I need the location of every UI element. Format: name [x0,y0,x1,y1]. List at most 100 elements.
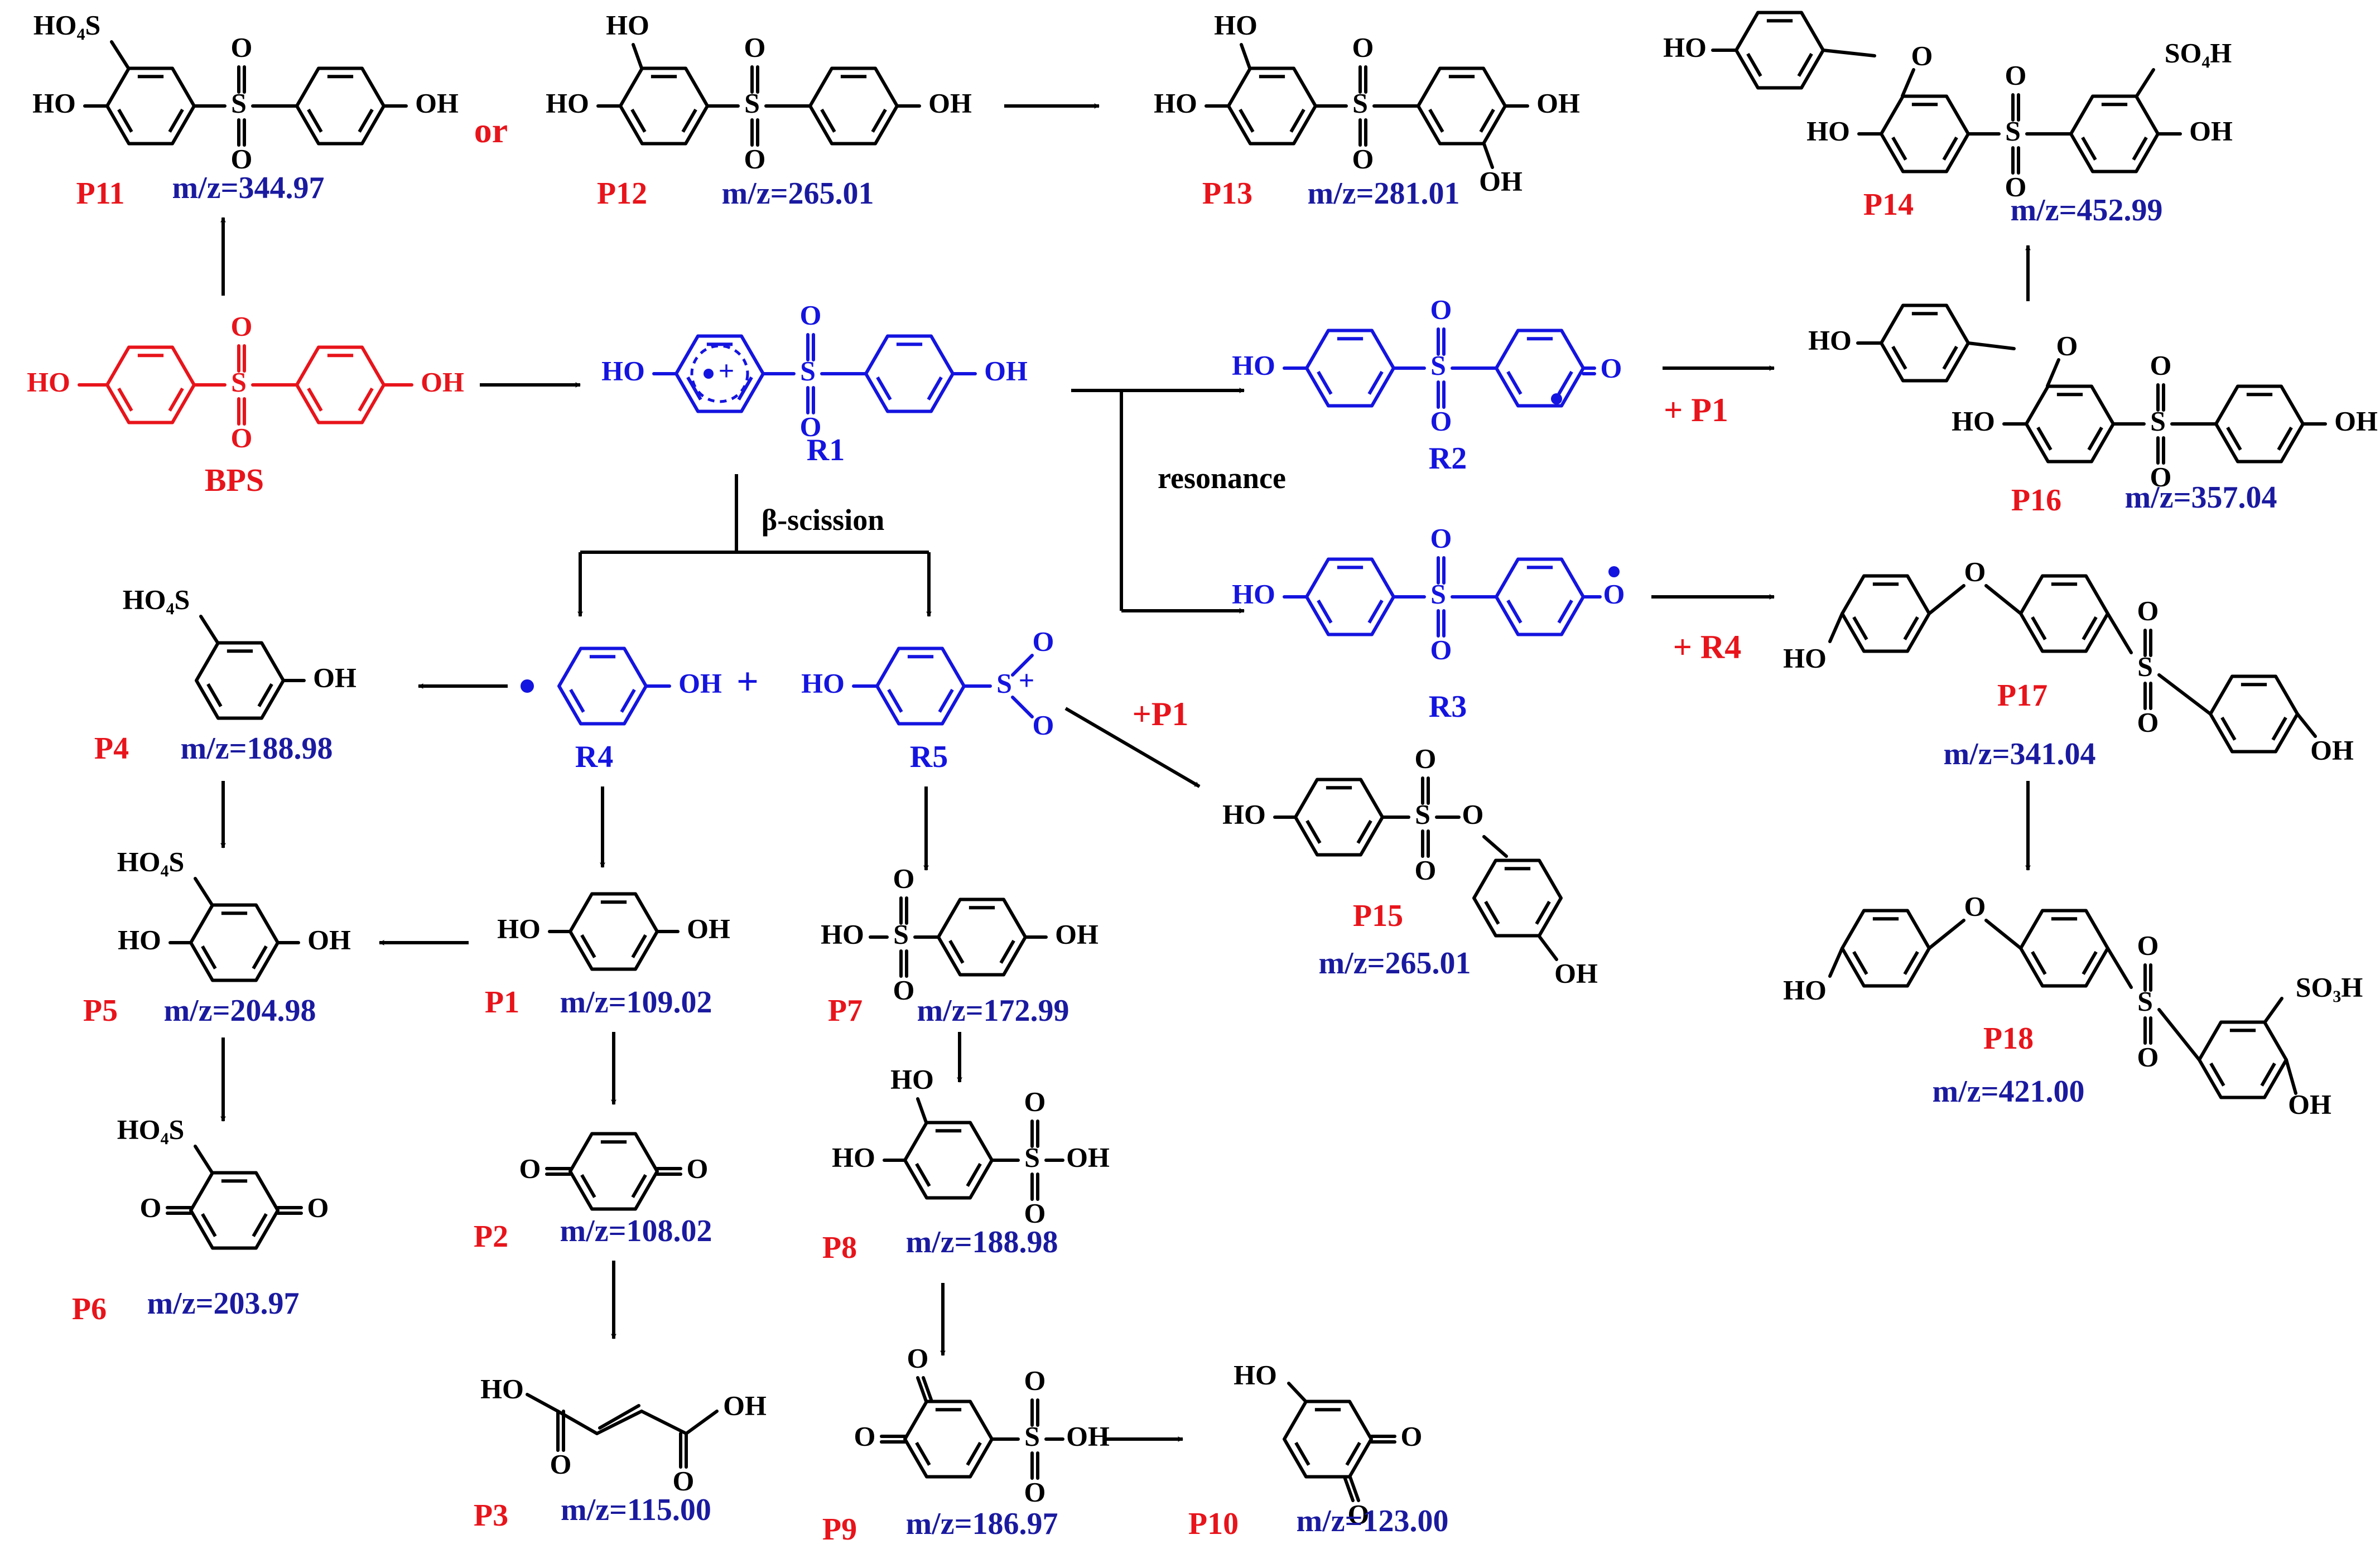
p15-ring [1294,778,1384,857]
atom-label: O [1401,1420,1423,1451]
oxygen-atom: O [2137,706,2159,737]
double-bond [1942,136,1958,161]
atom-label: O [1964,890,1986,921]
double-bond [2081,136,2097,161]
label-p2: P2 [474,1219,508,1254]
double-bond [1891,136,1907,161]
path-r1-branch [1071,389,1123,611]
radical-dot [521,679,534,693]
p4-ring [195,641,285,720]
double-bond [2220,716,2237,741]
mz-p7: m/z=172.99 [917,993,1069,1028]
atom-label: O [1911,40,1933,71]
atom-label: OH [1055,918,1099,949]
bond [1984,584,2022,615]
p11-ring-right [295,66,386,146]
p13-ring-right [1417,66,1507,146]
double-bond [358,387,374,412]
p18-ring-a [1841,909,1931,988]
label-p11: P11 [76,176,124,211]
double-bond [927,376,943,400]
plus-p1-r2: + P1 [1664,392,1728,428]
double-bond [631,1174,647,1198]
mz-p4: m/z=188.98 [181,731,333,766]
double-bond [871,108,887,133]
r3-ring-right [1495,557,1585,636]
double-bond [887,688,903,713]
atom-label: HO [1783,974,1827,1005]
oxygen-atom: O [1024,1364,1046,1396]
double-bond [307,387,323,412]
label-r4: R4 [575,740,613,774]
double-bond [1852,950,1868,975]
atom-label: HO₄S [123,583,190,615]
bond [1240,43,1251,70]
atom-label: HO [1214,9,1258,40]
atom-label: HO [821,918,864,949]
mz-p10: m/z=123.00 [1297,1504,1449,1538]
atom-label: O [673,1465,695,1496]
double-bond [1746,52,1762,77]
bond [2106,612,2133,654]
or-label: or [474,110,508,150]
p5-ring [189,903,280,982]
carbonyl-oxygen: O [1601,352,1622,383]
bond [2135,68,2155,98]
atom-label: OH [415,87,459,118]
bond [1967,341,2016,350]
r1-ring-right [864,334,955,413]
oxygen-atom: O [231,31,253,62]
radical-dot [1608,566,1620,577]
bond [2296,712,2317,738]
bond [2157,1008,2201,1061]
bond [595,1410,643,1435]
double-bond [938,688,954,713]
p2-ring [568,1132,659,1211]
atom-label: OH [2189,115,2233,146]
mz-p8: m/z=188.98 [906,1225,1058,1260]
oxygen-atom: O [800,299,822,330]
double-bond [915,1162,931,1187]
atom-label: OH [1536,87,1580,118]
label-p4: P4 [94,731,129,766]
oxygen-atom: O [1024,1197,1046,1228]
radical-cation-circle [690,344,749,403]
double-bond [1891,345,1907,370]
p17-ring-c [2209,674,2299,754]
double-bond [1797,52,1813,77]
label-bps: BPS [205,462,264,498]
atom-label: O [550,1448,572,1479]
double-bond [580,934,596,958]
label-r5: R5 [910,740,948,774]
double-bond [876,376,892,400]
double-bond [1506,599,1523,624]
p18-ring-b [2019,909,2109,988]
double-bond [1345,1441,1361,1466]
p6-ring [189,1171,280,1250]
p16-ring-right [2214,384,2305,464]
double-bond [1479,108,1495,133]
mz-p1: m/z=109.02 [560,985,712,1020]
bond [1343,1475,1355,1502]
double-bond [2031,950,2047,975]
atom-label: HO₄S [117,1113,185,1145]
oxygen-atom: O [800,411,822,442]
double-bond [737,376,753,400]
double-bond [1305,819,1322,844]
bond [1348,1475,1360,1502]
hydroxyl-group: HO [1232,578,1275,609]
double-bond [252,945,268,969]
p7-ring [937,897,1027,977]
oxygen-atom: O [2005,171,2027,202]
atom-label: O [140,1191,162,1223]
double-bond [2082,616,2098,640]
double-bond [686,376,702,400]
atom-label: O [1348,1498,1370,1529]
label-p14: P14 [1863,187,1914,222]
label-p16: P16 [2011,483,2061,518]
oxygen-atom: O [2137,1041,2159,1072]
p18-ring-c [2198,1020,2288,1099]
atom-label: OH [2310,734,2354,765]
